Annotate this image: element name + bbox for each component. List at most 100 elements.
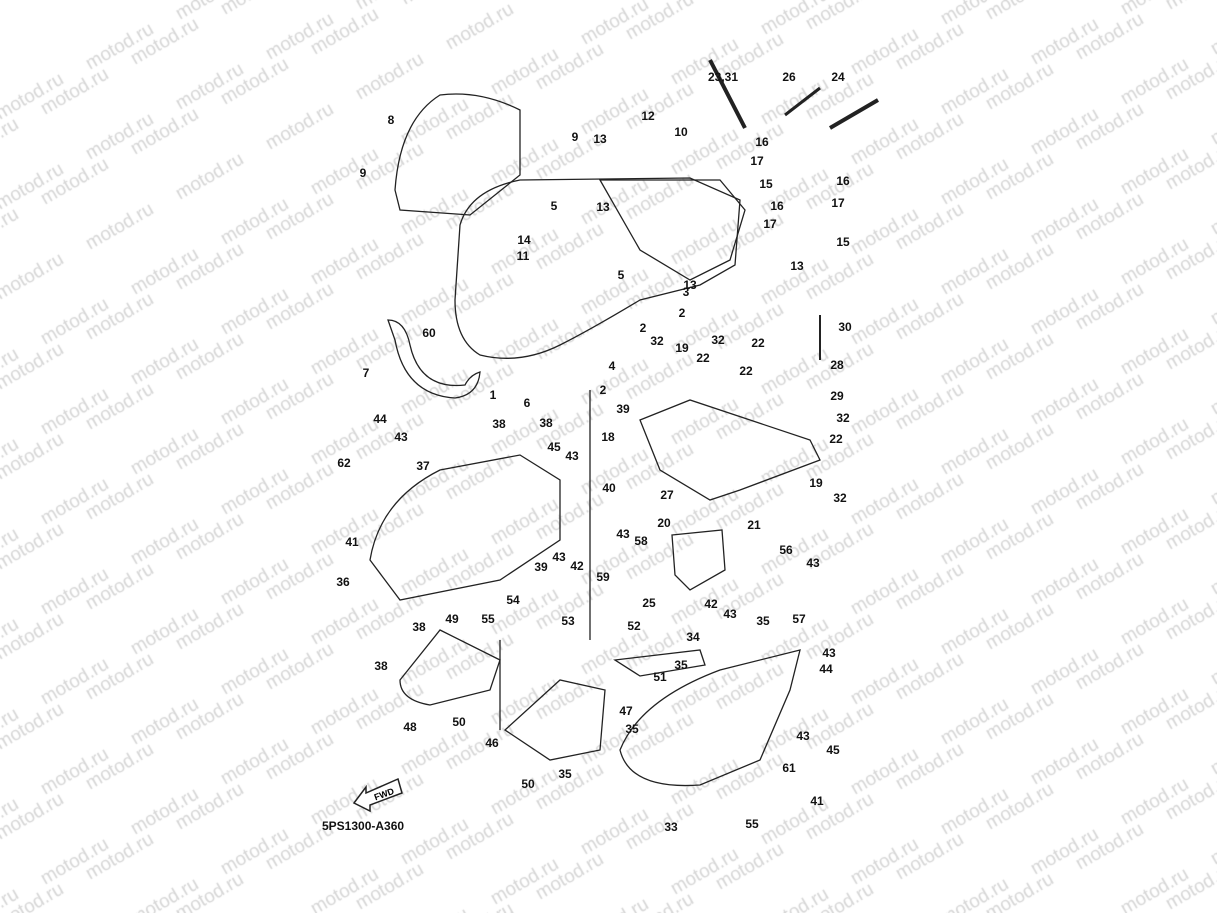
callout-2: 2	[678, 306, 686, 320]
callout-16: 16	[755, 135, 769, 149]
callout-53: 53	[561, 614, 575, 628]
callout-5: 5	[550, 199, 558, 213]
callout-18: 18	[601, 430, 615, 444]
callout-49: 49	[445, 612, 459, 626]
inner-panel	[598, 179, 746, 281]
callout-5: 5	[617, 268, 625, 282]
callout-11: 11	[516, 249, 530, 263]
callout-6: 6	[523, 396, 531, 410]
callout-37: 37	[416, 459, 430, 473]
callout-34: 34	[686, 630, 700, 644]
callout-10: 10	[674, 125, 688, 139]
callout-35: 35	[625, 722, 639, 736]
callout-51: 51	[653, 670, 667, 684]
callout-13: 13	[790, 259, 804, 273]
callout-61: 61	[782, 761, 796, 775]
callout-48: 48	[403, 720, 417, 734]
callout-47: 47	[619, 704, 633, 718]
callout-22: 22	[739, 364, 753, 378]
lower-panel	[503, 679, 606, 761]
callout-17: 17	[831, 196, 845, 210]
callout-21: 21	[747, 518, 761, 532]
callout-9: 9	[571, 130, 579, 144]
callout-15: 15	[836, 235, 850, 249]
right-side-cowling	[619, 649, 801, 787]
callout-55: 55	[745, 817, 759, 831]
callout-24: 24	[831, 70, 845, 84]
callout-15: 15	[759, 177, 773, 191]
left-under-cowling	[399, 629, 501, 706]
callout-50: 50	[452, 715, 466, 729]
callout-55: 55	[481, 612, 495, 626]
callout-39: 39	[616, 402, 630, 416]
callout-43: 43	[565, 449, 579, 463]
callout-16: 16	[836, 174, 850, 188]
callout-25: 25	[642, 596, 656, 610]
callout-44: 44	[373, 412, 387, 426]
windscreen	[394, 93, 521, 216]
callout-43: 43	[616, 527, 630, 541]
callout-45: 45	[547, 440, 561, 454]
callout-33: 33	[664, 820, 678, 834]
callout-40: 40	[602, 481, 616, 495]
callout-38: 38	[412, 620, 426, 634]
callout-39: 39	[534, 560, 548, 574]
callout-22: 22	[829, 432, 843, 446]
callout-32: 32	[833, 491, 847, 505]
callout-38: 38	[539, 416, 553, 430]
callout-57: 57	[792, 612, 806, 626]
fwd-arrow-icon: FWD	[352, 777, 403, 813]
callout-2: 2	[639, 321, 647, 335]
air-duct	[387, 319, 481, 399]
callout-13: 13	[683, 278, 697, 292]
bracket-51	[613, 649, 706, 677]
callout-35: 35	[756, 614, 770, 628]
callout-43: 43	[552, 550, 566, 564]
callout-27: 27	[660, 488, 674, 502]
callout-43: 43	[796, 729, 810, 743]
callout-32: 32	[650, 334, 664, 348]
callout-36: 36	[336, 575, 350, 589]
callout-44: 44	[819, 662, 833, 676]
callout-45: 45	[826, 743, 840, 757]
callout-46: 46	[485, 736, 499, 750]
callout-58: 58	[634, 534, 648, 548]
callout-22: 22	[696, 351, 710, 365]
upper-cowling	[454, 177, 741, 359]
callout-29: 29	[830, 389, 844, 403]
callout-28: 28	[830, 358, 844, 372]
callout-32: 32	[711, 333, 725, 347]
bracket-20	[671, 529, 726, 591]
callout-13: 13	[593, 132, 607, 146]
callout-17: 17	[763, 217, 777, 231]
callout-12: 12	[641, 109, 655, 123]
callout-7: 7	[362, 366, 370, 380]
callout-13: 13	[596, 200, 610, 214]
callout-41: 41	[810, 794, 824, 808]
callout-42: 42	[570, 559, 584, 573]
callout-1: 1	[489, 388, 497, 402]
callout-41: 41	[345, 535, 359, 549]
callout-59: 59	[596, 570, 610, 584]
callout-38: 38	[374, 659, 388, 673]
callout-19: 19	[809, 476, 823, 490]
callout-19: 19	[675, 341, 689, 355]
callout-4: 4	[608, 359, 616, 373]
left-side-cowling	[369, 454, 561, 601]
callout-60: 60	[422, 326, 436, 340]
stay-bracket	[639, 399, 821, 501]
callout-62: 62	[337, 456, 351, 470]
callout-14: 14	[517, 233, 531, 247]
callout-43: 43	[394, 430, 408, 444]
callout-35: 35	[558, 767, 572, 781]
callout-42: 42	[704, 597, 718, 611]
callout-26: 26	[782, 70, 796, 84]
callout-9: 9	[359, 166, 367, 180]
callout-8: 8	[387, 113, 395, 127]
callout-52: 52	[627, 619, 641, 633]
callout-3: 3	[682, 285, 690, 299]
callout-32: 32	[836, 411, 850, 425]
